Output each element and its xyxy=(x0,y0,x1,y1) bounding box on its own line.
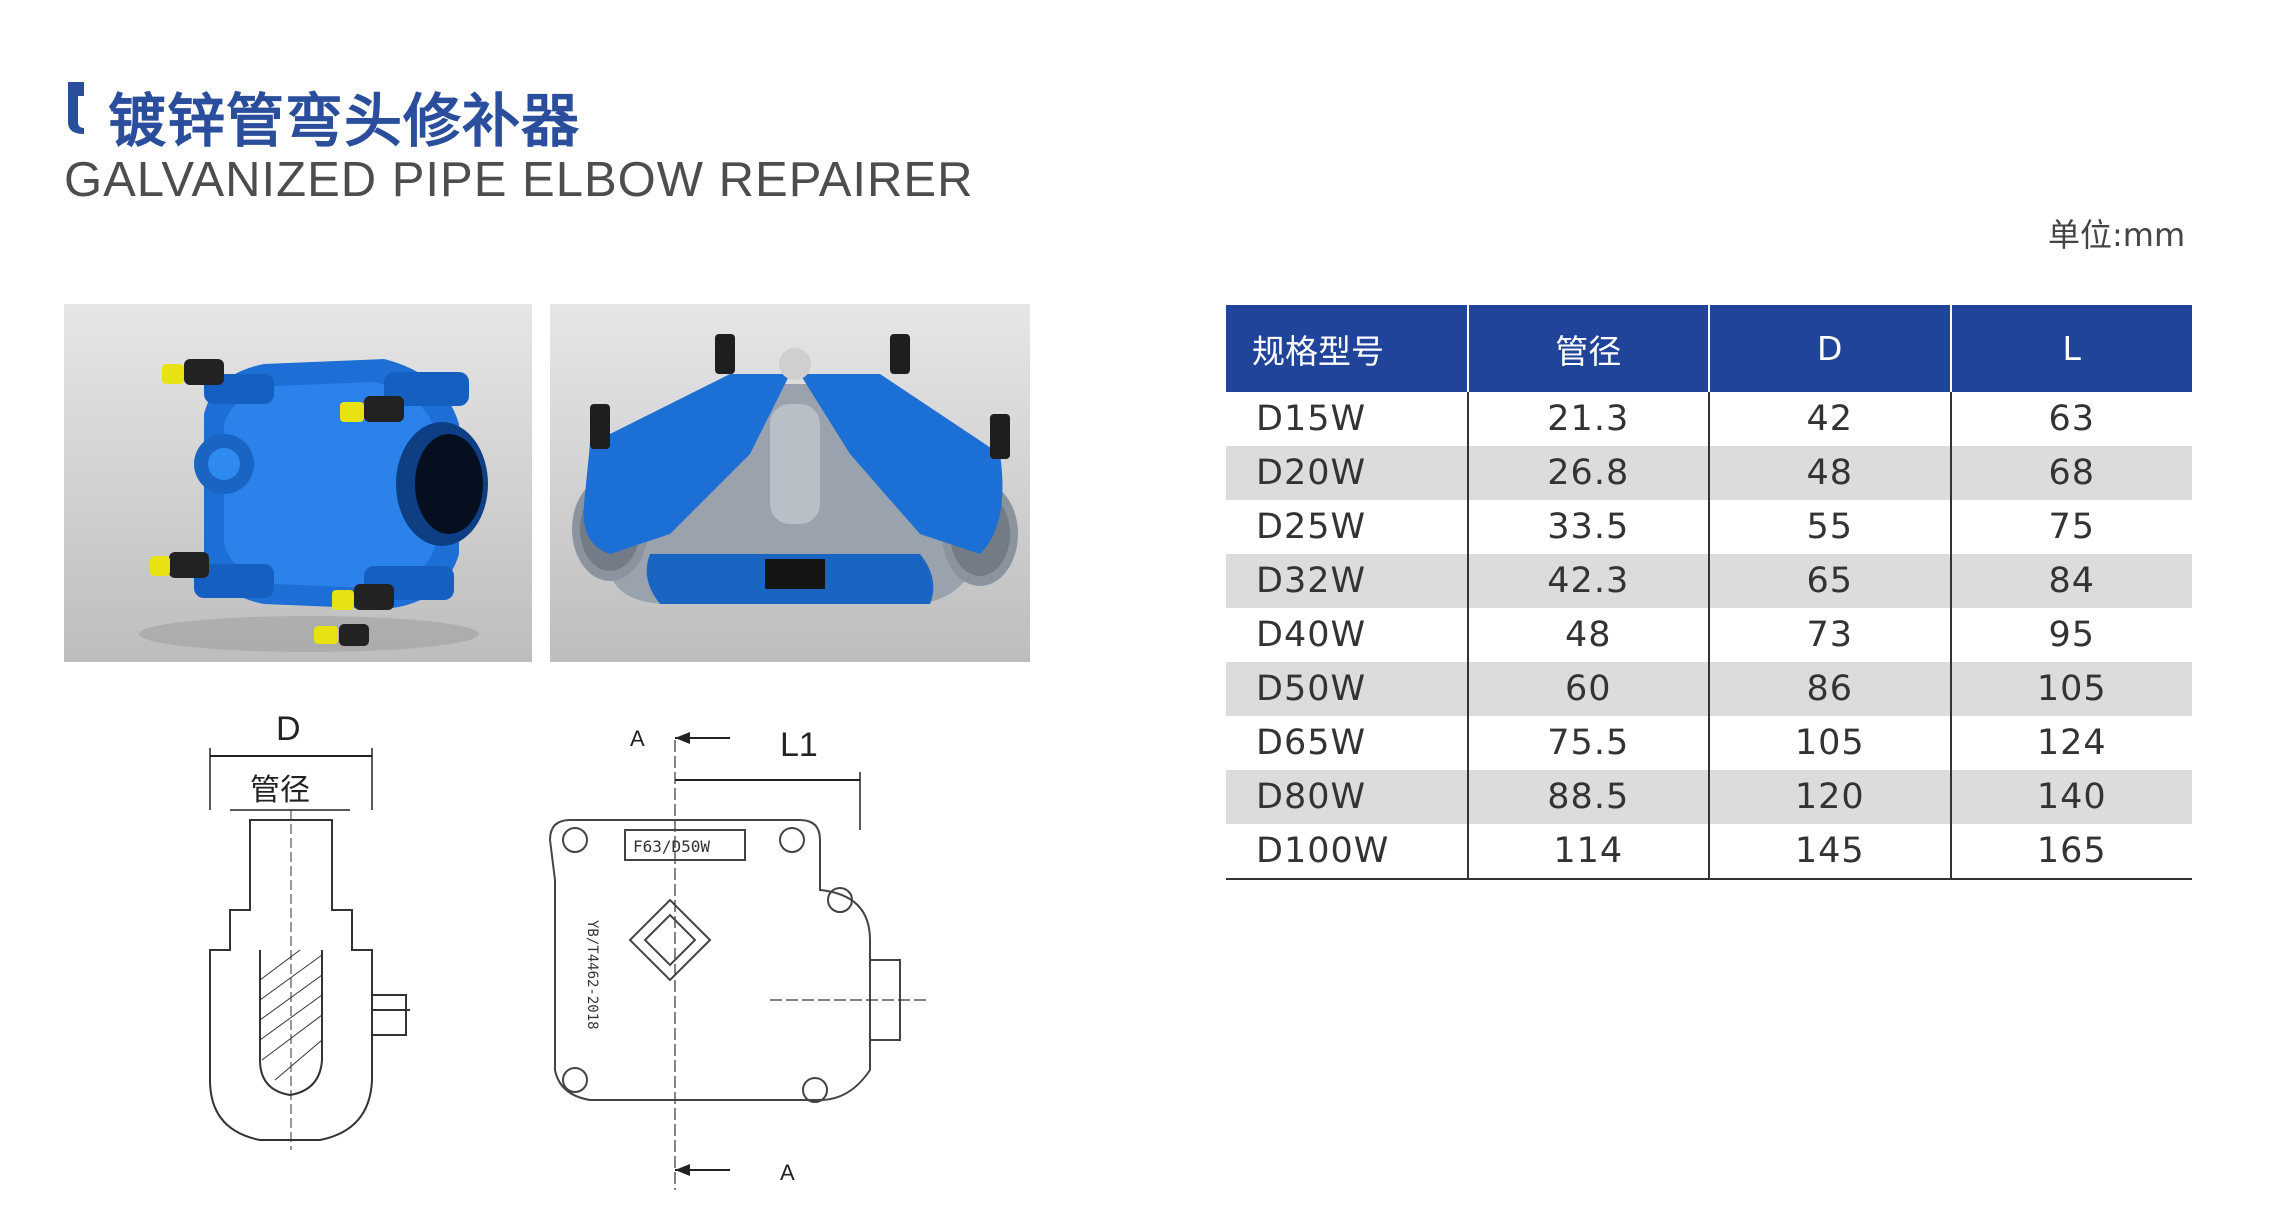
product-photo-elbow-repairer xyxy=(550,304,1030,662)
table-row: D50W 60 86 105 xyxy=(1226,662,2192,716)
cell-l: 124 xyxy=(1949,716,2192,770)
cell-model: D20W xyxy=(1226,446,1468,500)
cast-text-model: F63/D50W xyxy=(633,837,710,856)
section-label-bottom: A xyxy=(780,1160,795,1185)
dim-pipe-label: 管径 xyxy=(250,773,310,808)
cell-model: D50W xyxy=(1226,662,1468,716)
dim-l1-label: L1 xyxy=(780,726,818,764)
cell-pipe: 75.5 xyxy=(1466,716,1709,770)
cell-pipe: 26.8 xyxy=(1466,446,1709,500)
table-header-row: 规格型号 管径 D L xyxy=(1226,305,2192,392)
table-row: D15W 21.3 42 63 xyxy=(1226,392,2192,446)
unit-label: 单位:mm xyxy=(2048,216,2186,254)
section-label-top: A xyxy=(630,726,645,751)
table-row: D40W 48 73 95 xyxy=(1226,608,2192,662)
header-model: 规格型号 xyxy=(1226,305,1468,392)
cell-d: 73 xyxy=(1708,608,1951,662)
cell-l: 68 xyxy=(1949,446,2192,500)
cell-d: 42 xyxy=(1708,392,1951,446)
cell-model: D25W xyxy=(1256,507,1367,547)
cell-l: 95 xyxy=(1949,608,2192,662)
cell-l: 75 xyxy=(1949,500,2192,554)
header-pipe-diameter: 管径 xyxy=(1466,305,1709,392)
cell-pipe: 21.3 xyxy=(1466,392,1709,446)
technical-drawing-front: A L1 A F63/D50W YB/T4462-2018 xyxy=(530,700,950,1190)
cell-d: 48 xyxy=(1708,446,1951,500)
page-title-chinese: 镀锌管弯头修补器 xyxy=(108,87,581,155)
cell-l: 105 xyxy=(1949,662,2192,716)
cell-pipe: 48 xyxy=(1466,608,1709,662)
cell-d: 65 xyxy=(1708,554,1951,608)
cell-d: 55 xyxy=(1708,500,1951,554)
clamp-illustration xyxy=(139,359,488,652)
table-row: D100W 114 145 165 xyxy=(1226,824,2192,880)
table-row: D25W 33.5 55 75 xyxy=(1226,500,2192,554)
header-l: L xyxy=(1949,305,2192,392)
cell-l: 140 xyxy=(1949,770,2192,824)
cast-text-standard: YB/T4462-2018 xyxy=(584,920,600,1030)
spec-table: 规格型号 管径 D L D15W 21.3 42 63 D20W 26.8 48… xyxy=(1226,305,2192,880)
cell-d: 145 xyxy=(1708,824,1951,880)
cell-model: D65W xyxy=(1256,723,1367,763)
table-row: D65W 75.5 105 124 xyxy=(1226,716,2192,770)
cell-pipe: 114 xyxy=(1466,824,1709,880)
cell-model: D40W xyxy=(1256,615,1367,655)
cell-l: 165 xyxy=(1949,824,2192,880)
cell-pipe: 60 xyxy=(1466,662,1709,716)
title-marker-icon xyxy=(68,82,84,134)
page-title-english: GALVANIZED PIPE ELBOW REPAIRER xyxy=(64,153,974,207)
cell-model: D80W xyxy=(1226,770,1468,824)
cell-l: 63 xyxy=(1949,392,2192,446)
dim-d-label: D xyxy=(276,710,301,748)
product-photo-clamp xyxy=(64,304,532,662)
cell-l: 84 xyxy=(1949,554,2192,608)
elbow-repairer-illustration xyxy=(572,334,1018,604)
cell-pipe: 42.3 xyxy=(1466,554,1709,608)
cell-model: D15W xyxy=(1256,399,1367,439)
cell-d: 105 xyxy=(1708,716,1951,770)
cell-d: 86 xyxy=(1708,662,1951,716)
table-row: D32W 42.3 65 84 xyxy=(1226,554,2192,608)
cell-pipe: 33.5 xyxy=(1466,500,1709,554)
cell-model: D32W xyxy=(1226,554,1468,608)
cell-pipe: 88.5 xyxy=(1466,770,1709,824)
technical-drawing-section: D 管径 xyxy=(190,700,440,1160)
table-row: D20W 26.8 48 68 xyxy=(1226,446,2192,500)
table-row: D80W 88.5 120 140 xyxy=(1226,770,2192,824)
cell-model: D100W xyxy=(1226,824,1468,880)
header-d: D xyxy=(1708,305,1951,392)
cell-d: 120 xyxy=(1708,770,1951,824)
